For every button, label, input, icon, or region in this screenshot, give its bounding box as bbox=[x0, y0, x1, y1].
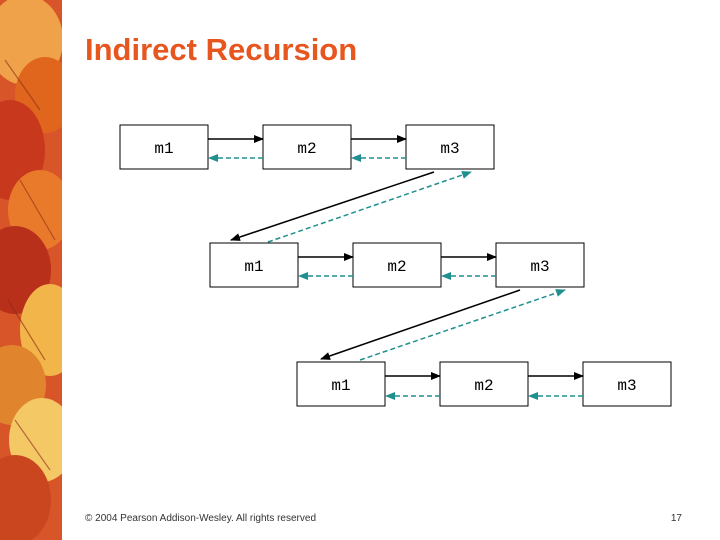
label-row3-m1: m1 bbox=[331, 377, 350, 395]
label-row1-m2: m2 bbox=[297, 140, 316, 158]
row-3: m1 m2 m3 bbox=[296, 361, 672, 407]
return-arrow-r2m1-r1m3 bbox=[267, 171, 472, 243]
box-row3-m2 bbox=[439, 361, 529, 407]
box-row2-m3 bbox=[495, 242, 585, 288]
label-row2-m3: m3 bbox=[530, 258, 549, 276]
label-row3-m2: m2 bbox=[474, 377, 493, 395]
call-arrow-r1m3-r2m1 bbox=[230, 171, 435, 241]
label-row3-m3: m3 bbox=[617, 377, 636, 395]
box-row1-m1 bbox=[119, 124, 209, 170]
row-1: m1 m2 m3 bbox=[119, 124, 495, 170]
box-row1-m3 bbox=[405, 124, 495, 170]
return-arrow-r3m1-r2m3 bbox=[359, 289, 566, 361]
copyright-footer: © 2004 Pearson Addison-Wesley. All right… bbox=[85, 513, 317, 524]
box-row2-m2 bbox=[352, 242, 442, 288]
row-2: m1 m2 m3 bbox=[209, 242, 585, 288]
slide-title: Indirect Recursion bbox=[85, 32, 358, 67]
label-row2-m2: m2 bbox=[387, 258, 406, 276]
label-row1-m3: m3 bbox=[440, 140, 459, 158]
box-row3-m3 bbox=[582, 361, 672, 407]
box-row2-m1 bbox=[209, 242, 299, 288]
slide-number: 17 bbox=[670, 513, 682, 524]
label-row2-m1: m1 bbox=[244, 258, 263, 276]
autumn-leaves-decoration bbox=[0, 0, 62, 540]
label-row1-m1: m1 bbox=[154, 140, 173, 158]
box-row3-m1 bbox=[296, 361, 386, 407]
call-arrow-r2m3-r3m1 bbox=[320, 289, 521, 360]
box-row1-m2 bbox=[262, 124, 352, 170]
